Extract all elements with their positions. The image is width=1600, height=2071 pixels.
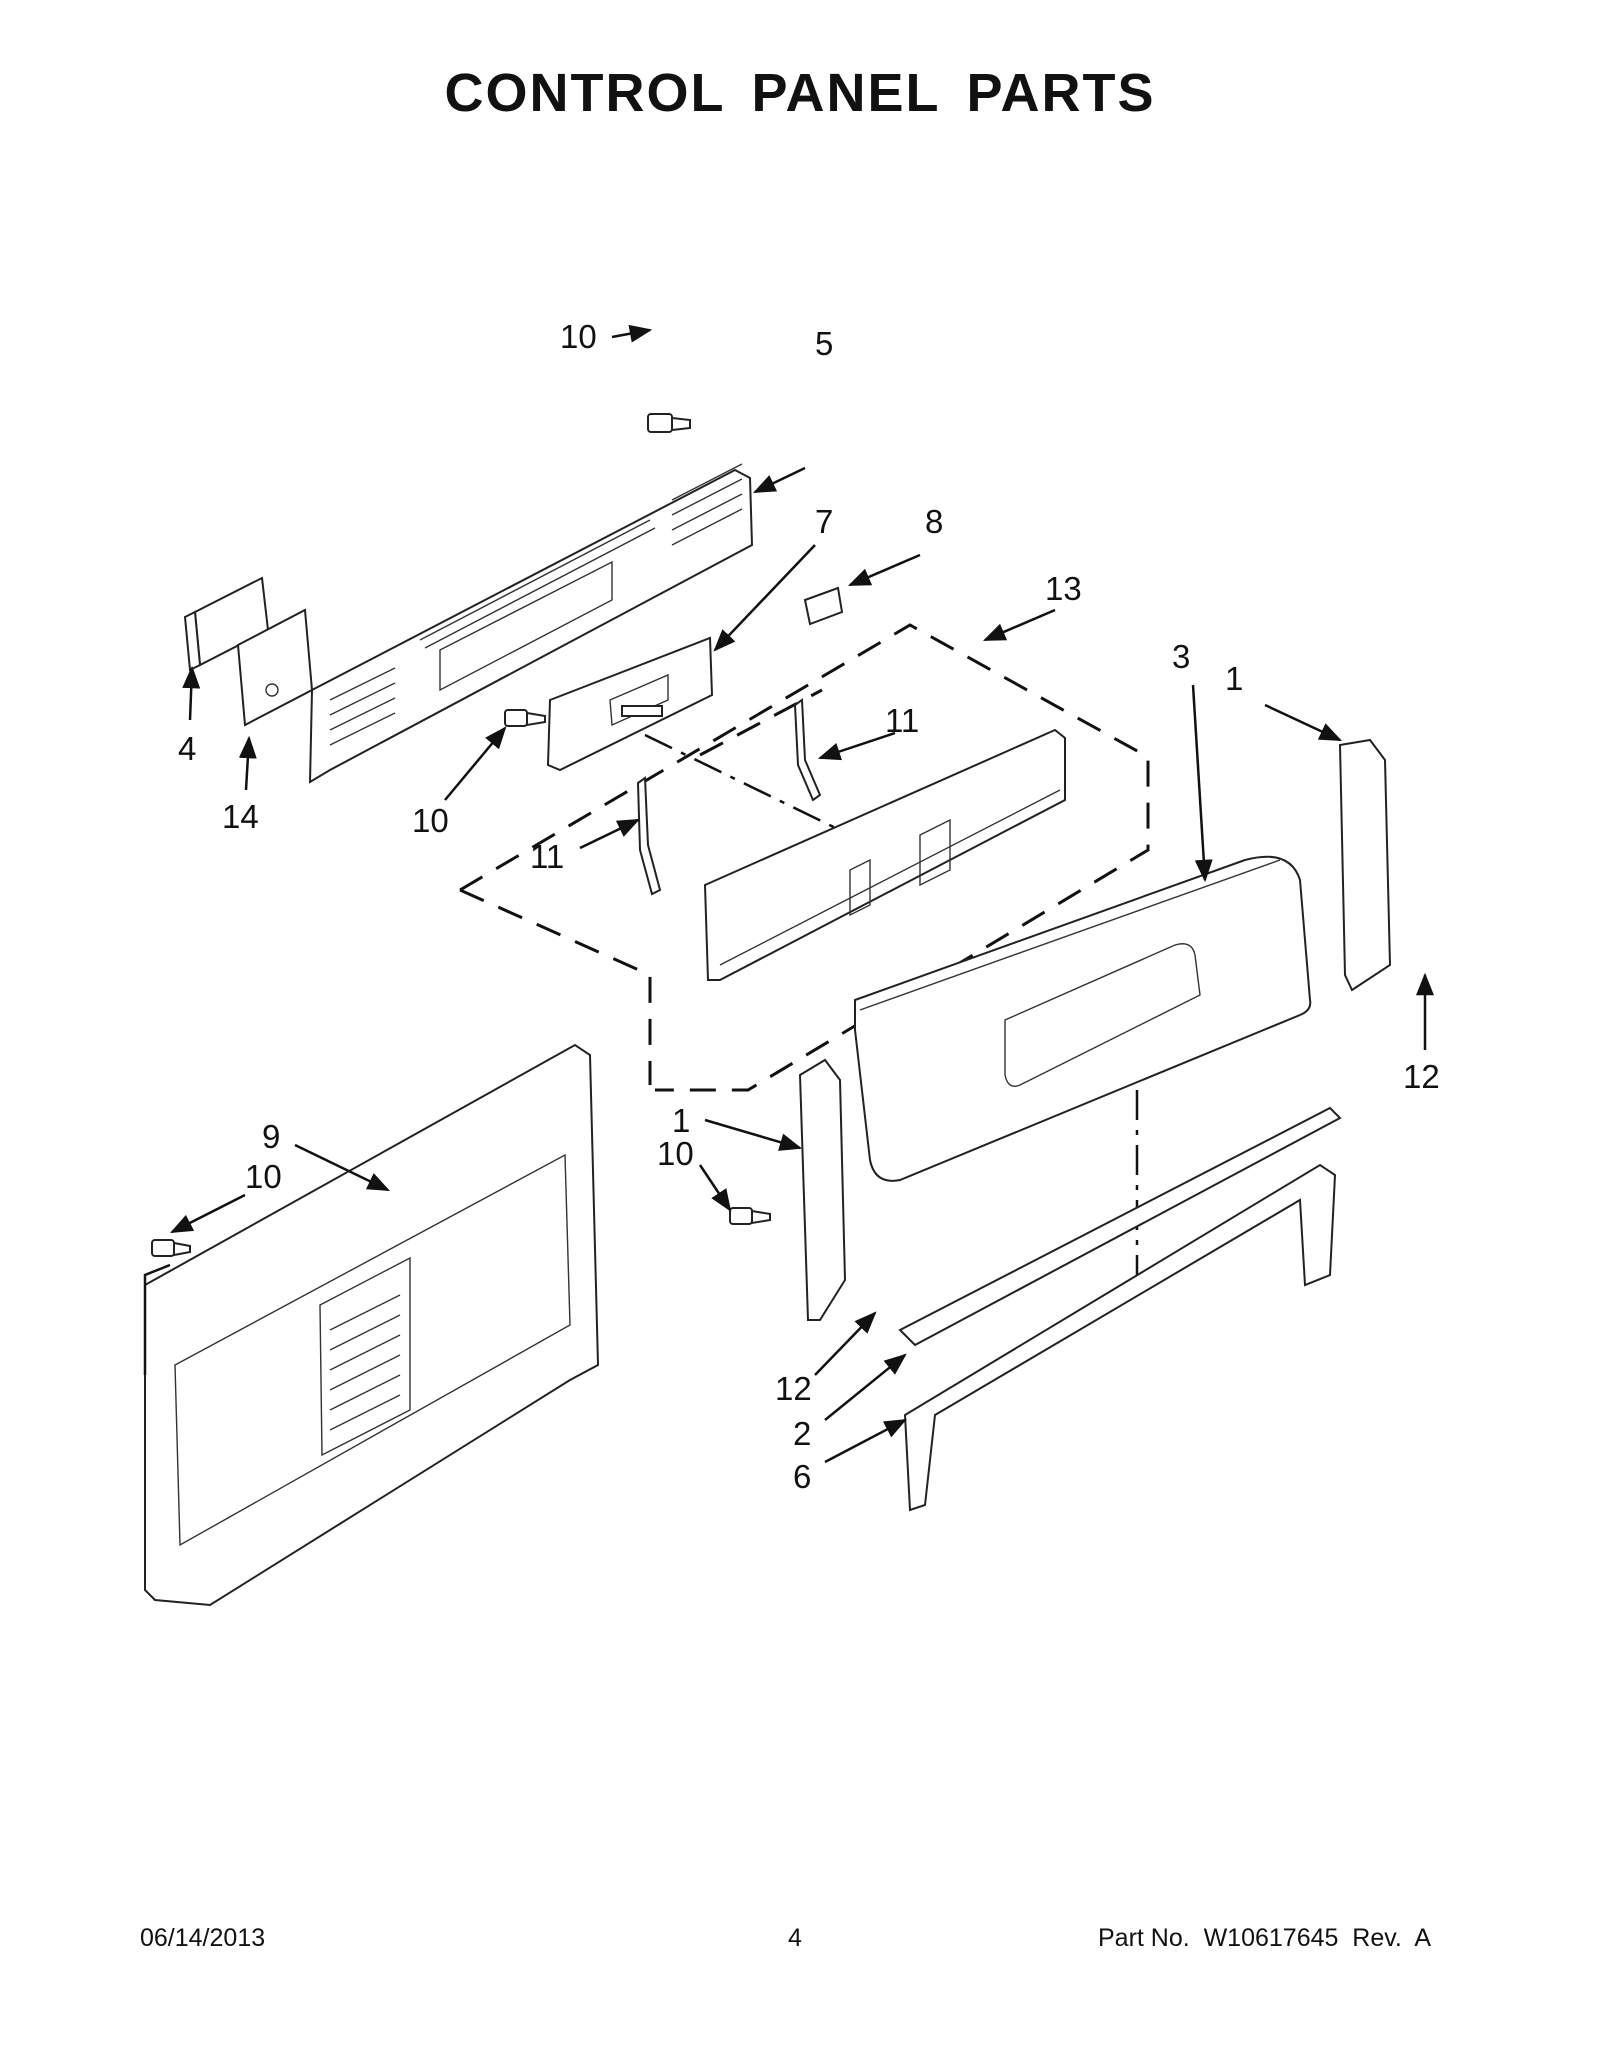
page-title: CONTROL PANEL PARTS — [444, 63, 1156, 123]
lower-bracket-part — [903, 1163, 1337, 1512]
wire-part — [143, 1263, 171, 1375]
leader-arrow — [1191, 684, 1213, 883]
assembly-dash-line — [459, 623, 1150, 1092]
leader-arrow — [814, 1311, 877, 1376]
wire-clip-part — [793, 698, 822, 802]
leader-arrow — [182, 665, 201, 721]
leader-arrow — [752, 466, 806, 494]
rail-part — [898, 1106, 1342, 1347]
leader-arrow — [824, 1353, 907, 1421]
callout-4: 4 — [178, 730, 196, 767]
callout-7: 7 — [815, 503, 833, 540]
callout-1: 1 — [1225, 660, 1243, 697]
callout-3: 3 — [1172, 638, 1190, 675]
leader-arrow — [444, 726, 507, 801]
callout-10: 10 — [657, 1135, 694, 1172]
assembly-dashdot-line — [644, 733, 851, 837]
leader-arrow — [698, 1164, 732, 1212]
callout-2: 2 — [793, 1415, 811, 1452]
leader-arrow — [169, 1193, 246, 1234]
callout-5: 5 — [815, 325, 833, 362]
callout-10: 10 — [560, 318, 597, 355]
callout-12: 12 — [775, 1370, 812, 1407]
leader-arrow — [294, 1143, 391, 1192]
footer-date: 06/14/2013 — [140, 1924, 266, 1952]
callout-13: 13 — [1045, 570, 1082, 607]
callout-9: 9 — [262, 1118, 280, 1155]
callout-14: 14 — [222, 798, 259, 835]
callout-10: 10 — [245, 1158, 282, 1195]
end-cap-part — [798, 1058, 847, 1321]
overlay-part — [703, 728, 1066, 981]
leader-arrow — [817, 731, 896, 761]
leader-arrow — [1264, 703, 1343, 742]
screw-part — [151, 1239, 191, 1257]
screw-part — [729, 1207, 771, 1225]
leader-arrow — [579, 818, 641, 850]
assembly-dash-line — [699, 688, 823, 757]
callout-1: 1 — [672, 1102, 690, 1139]
leader-arrow — [704, 1118, 803, 1151]
leader-arrow — [982, 608, 1056, 642]
leader-arrow — [611, 324, 653, 343]
leader-arrow — [847, 553, 921, 587]
callout-6: 6 — [793, 1458, 811, 1495]
console-part — [854, 855, 1312, 1182]
callout-12: 12 — [1403, 1058, 1440, 1095]
shield-plate-part — [236, 608, 314, 727]
end-cap-part — [1338, 738, 1392, 992]
callout-11: 11 — [885, 702, 919, 739]
control-board-part — [546, 636, 714, 772]
screw-part — [647, 413, 691, 433]
connector-part — [803, 586, 844, 626]
callout-11: 11 — [530, 838, 564, 875]
footer-page-number: 4 — [788, 1924, 802, 1952]
leader-arrow — [824, 1418, 907, 1464]
leader-arrow — [713, 544, 816, 652]
screw-part — [504, 709, 546, 727]
back-panel-part — [144, 1043, 600, 1607]
wire-clip-part — [636, 776, 662, 896]
footer-part-number: Part No. W10617645 Rev. A — [1098, 1924, 1432, 1952]
back-shield-part — [308, 463, 754, 784]
callout-10: 10 — [412, 802, 449, 839]
callout-8: 8 — [925, 503, 943, 540]
leader-arrow — [238, 735, 257, 791]
